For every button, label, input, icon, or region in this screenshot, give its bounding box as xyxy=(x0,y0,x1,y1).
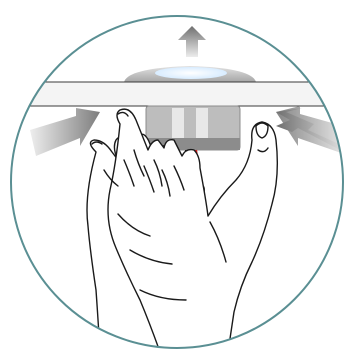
arrow-right-icon xyxy=(30,108,100,156)
arrow-up-icon xyxy=(178,26,206,57)
light-fixture xyxy=(124,66,256,82)
ceiling-panel xyxy=(0,82,355,106)
scene xyxy=(0,66,355,352)
light-glow xyxy=(155,67,227,79)
